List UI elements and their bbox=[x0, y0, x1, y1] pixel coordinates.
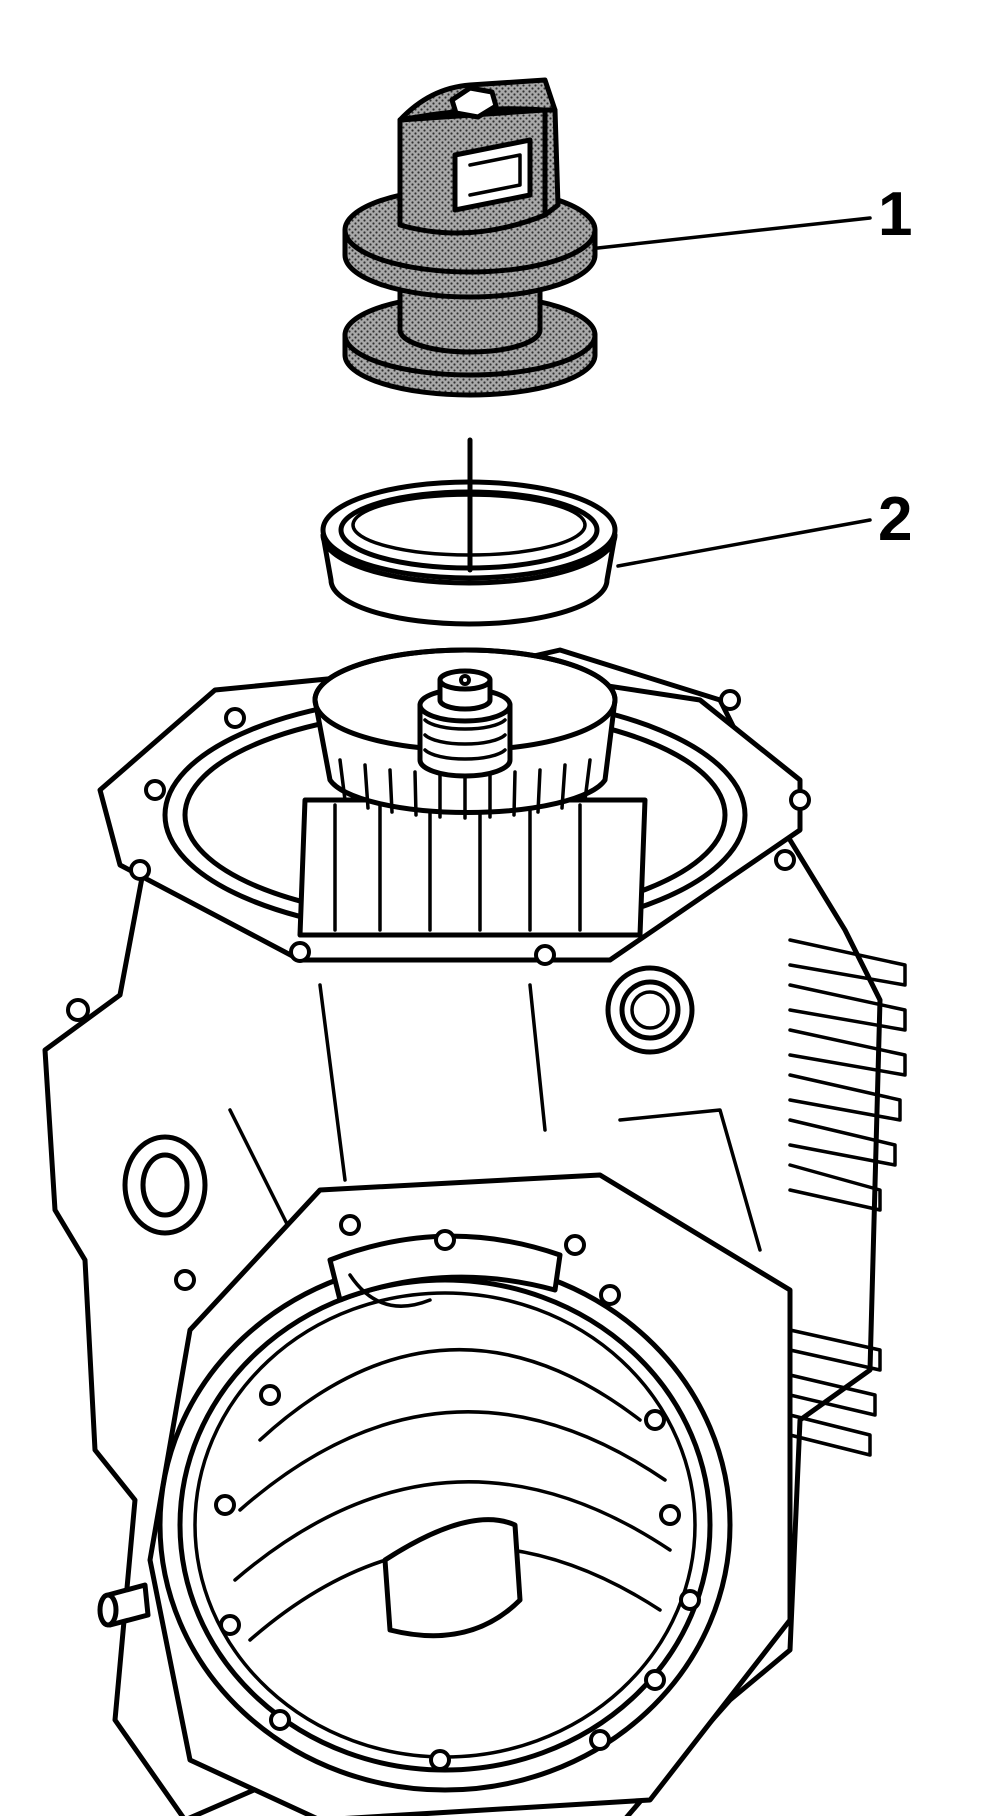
clutch-pack bbox=[297, 647, 648, 938]
callout-leader-2 bbox=[616, 518, 872, 568]
callout-leader-1 bbox=[596, 216, 872, 250]
rear-cover-flange bbox=[147, 1172, 793, 1816]
seal-ring bbox=[320, 479, 618, 627]
transmission-case bbox=[42, 647, 907, 1816]
rear-flange-bolt-holes bbox=[214, 1214, 701, 1771]
callout-label-1: 1 bbox=[878, 180, 912, 249]
callout-label-2: 2 bbox=[878, 485, 912, 554]
flange-bolt-holes bbox=[129, 689, 811, 966]
installer-tool bbox=[342, 77, 598, 398]
